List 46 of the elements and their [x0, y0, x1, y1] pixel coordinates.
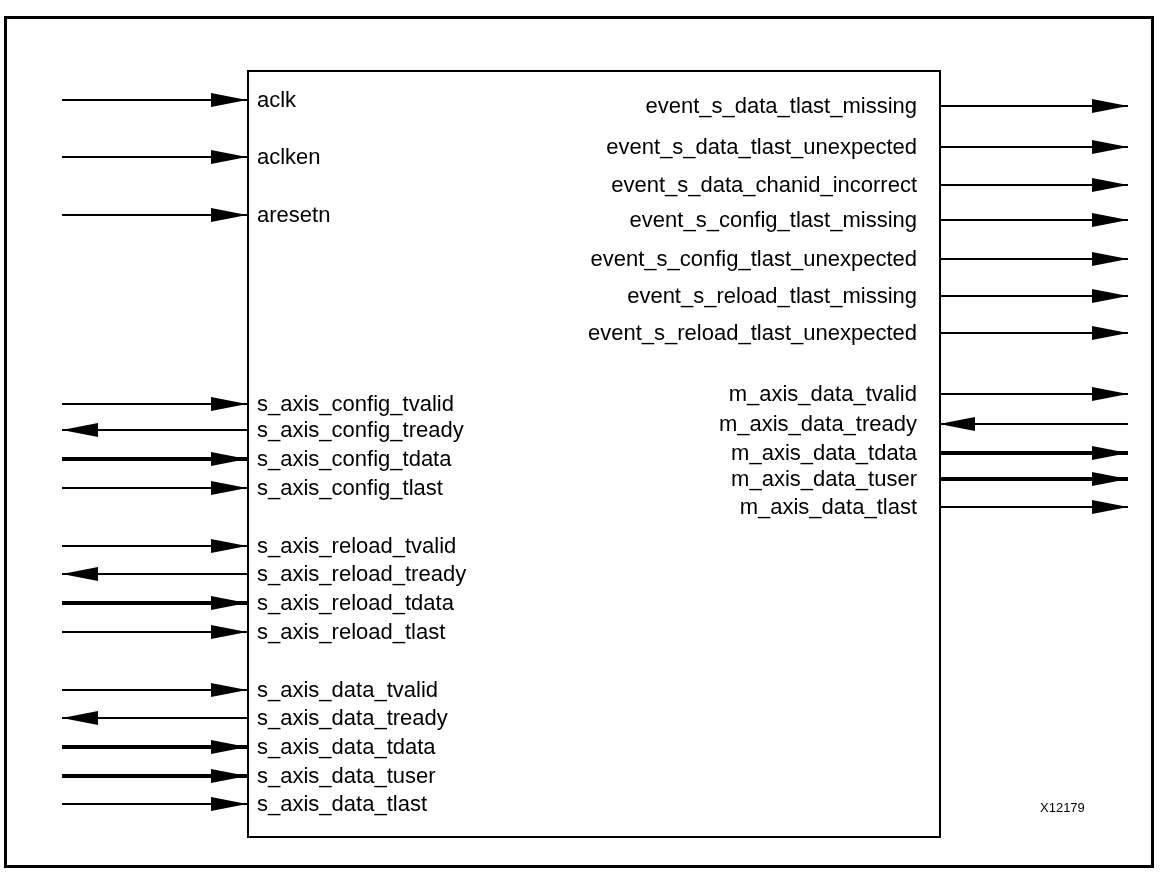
arrow [62, 740, 247, 754]
port-label: m_axis_data_tlast [739, 494, 939, 520]
port-label: s_axis_config_tlast [249, 475, 443, 501]
component-block [247, 70, 941, 838]
port-label: event_s_data_tlast_missing [645, 93, 939, 119]
port-label: s_axis_config_tdata [249, 446, 452, 472]
arrow [61, 625, 248, 639]
port-label: s_axis_data_tready [249, 705, 448, 731]
port-label: s_axis_config_tready [249, 417, 464, 443]
port-label: s_axis_reload_tready [249, 561, 467, 587]
port-label: s_axis_reload_tdata [249, 590, 454, 616]
port-label: s_axis_data_tlast [249, 791, 427, 817]
arrow [61, 539, 248, 553]
arrow [61, 711, 248, 725]
arrow [61, 567, 248, 581]
port-label: aclken [249, 144, 321, 170]
port-label: event_s_reload_tlast_missing [627, 283, 939, 309]
port-label: s_axis_data_tuser [249, 763, 436, 789]
arrow [62, 769, 247, 783]
figure-number: X12179 [1040, 800, 1085, 815]
arrow [61, 397, 248, 411]
arrow [61, 208, 248, 222]
arrow [62, 596, 247, 610]
port-label: s_axis_reload_tlast [249, 619, 446, 645]
port-label: m_axis_data_tuser [731, 466, 939, 492]
port-label: s_axis_reload_tvalid [249, 533, 457, 559]
port-label: m_axis_data_tvalid [728, 381, 939, 407]
port-label: event_s_config_tlast_missing [629, 207, 939, 233]
arrow [61, 481, 248, 495]
port-label: m_axis_data_tdata [731, 440, 939, 466]
port-label: event_s_data_chanid_incorrect [611, 172, 939, 198]
port-label: s_axis_data_tvalid [249, 677, 438, 703]
arrow [62, 452, 247, 466]
arrow [61, 797, 248, 811]
port-label: event_s_reload_tlast_unexpected [587, 320, 939, 346]
arrow [61, 423, 248, 437]
port-label: aresetn [249, 202, 331, 228]
port-label: s_axis_data_tdata [249, 734, 436, 760]
port-label: aclk [249, 87, 297, 113]
port-label: s_axis_config_tvalid [249, 391, 454, 417]
port-label: event_s_config_tlast_unexpected [590, 246, 939, 272]
port-label: event_s_data_tlast_unexpected [606, 134, 939, 160]
arrow [61, 93, 248, 107]
arrow [61, 683, 248, 697]
arrow [61, 150, 248, 164]
port-label: m_axis_data_tready [718, 411, 939, 437]
